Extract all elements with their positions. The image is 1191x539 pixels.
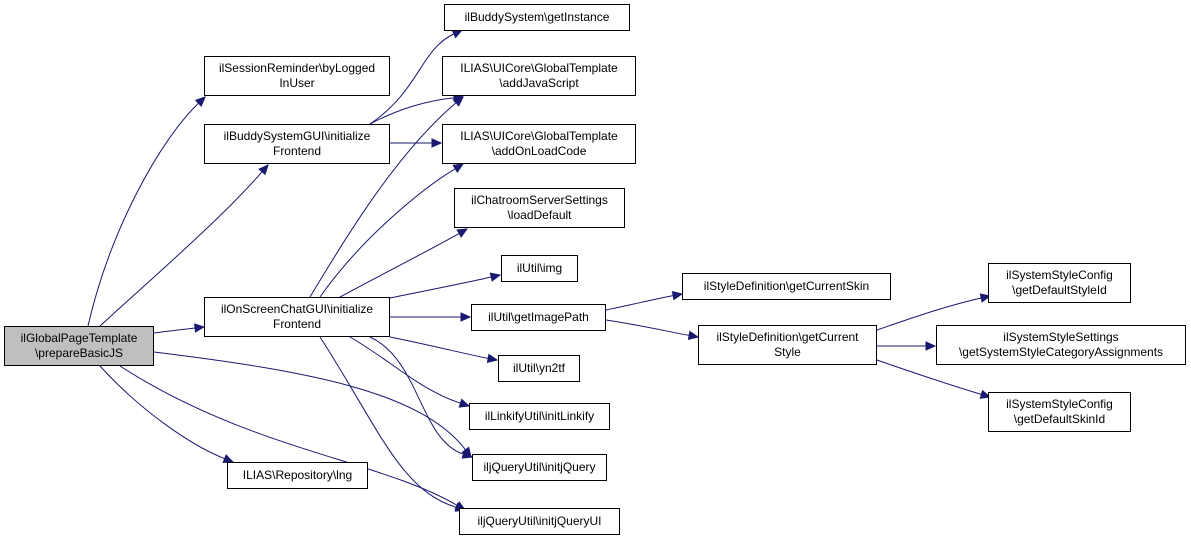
arrowhead-root-to-onscreen_chat — [194, 323, 206, 333]
edge-root-to-onscreen_chat — [153, 327, 196, 334]
edge-root-to-jquery_ui — [119, 365, 458, 506]
edge-onscreen_chat-to-linkify — [349, 336, 461, 404]
node-repo-lng[interactable]: ILIAS\Repository\lng — [227, 462, 368, 489]
node-linkify[interactable]: ilLinkifyUtil\initLinkify — [469, 403, 610, 430]
node-current-skin[interactable]: ilStyleDefinition\getCurrentSkin — [682, 273, 891, 300]
edge-root-to-jquery — [153, 351, 466, 451]
edge-buddy_gui-to-add_js — [369, 97, 455, 125]
node-category-assignments[interactable]: ilSystemStyleSettings \getSystemStyleCat… — [936, 325, 1186, 365]
node-current-style[interactable]: ilStyleDefinition\getCurrent Style — [698, 325, 877, 365]
edge-root-to-repo_lng — [99, 365, 225, 460]
node-jquery[interactable]: iljQueryUtil\initjQuery — [472, 454, 607, 481]
edge-buddy_gui-to-buddy_instance — [369, 33, 455, 125]
node-root[interactable]: ilGlobalPageTemplate \prepareBasicJS — [4, 326, 154, 366]
node-chatroom-settings[interactable]: ilChatroomServerSettings \loadDefault — [454, 188, 625, 228]
arrowhead-onscreen_chat-to-linkify — [458, 398, 471, 408]
arrowhead-root-to-session_reminder — [194, 96, 206, 108]
edge-root-to-buddy_gui — [99, 171, 263, 327]
arrowhead-onscreen_chat-to-add_onload — [452, 163, 465, 173]
arrowhead-onscreen_chat-to-jquery — [461, 449, 474, 459]
arrowhead-onscreen_chat-to-util_img — [489, 272, 502, 282]
edge-current_style-to-default_skin_id — [876, 359, 982, 395]
arrowhead-onscreen_chat-to-util_yn2tf — [486, 353, 499, 363]
arrowhead-buddy_gui-to-buddy_instance — [451, 29, 464, 39]
edge-onscreen_chat-to-util_img — [389, 276, 492, 299]
edge-root-to-session_reminder — [87, 102, 199, 327]
arrowhead-onscreen_chat-to-util_imagepath — [460, 312, 472, 322]
edge-onscreen_chat-to-add_onload — [319, 168, 456, 298]
edge-onscreen_chat-to-add_js — [309, 102, 457, 298]
arrowhead-current_style-to-default_skin_id — [979, 389, 992, 399]
arrowhead-util_imagepath-to-current_skin — [671, 291, 684, 301]
node-default-style-id[interactable]: ilSystemStyleConfig \getDefaultStyleId — [988, 263, 1131, 303]
node-util-img[interactable]: ilUtil\img — [501, 255, 578, 282]
node-buddy-instance[interactable]: ilBuddySystem\getInstance — [444, 4, 630, 31]
arrowhead-root-to-buddy_gui — [258, 164, 269, 176]
arrowhead-current_style-to-category_assignments — [925, 341, 937, 351]
arrowhead-util_imagepath-to-current_style — [687, 330, 700, 341]
node-onscreen-chat[interactable]: ilOnScreenChatGUI\initialize Frontend — [204, 297, 390, 337]
node-add-javascript[interactable]: ILIAS\UICore\GlobalTemplate \addJavaScri… — [442, 56, 636, 96]
arrowhead-current_style-to-default_style_id — [979, 293, 992, 303]
edge-util_imagepath-to-current_skin — [605, 295, 674, 311]
edge-onscreen_chat-to-jquery — [369, 336, 464, 455]
arrowhead-onscreen_chat-to-add_js — [452, 96, 464, 107]
node-util-yn2tf[interactable]: ilUtil\yn2tf — [498, 355, 580, 382]
edge-onscreen_chat-to-util_yn2tf — [389, 336, 489, 359]
node-add-onload[interactable]: ILIAS\UICore\GlobalTemplate \addOnLoadCo… — [442, 124, 636, 164]
node-buddy-gui[interactable]: ilBuddySystemGUI\initialize Frontend — [204, 124, 390, 164]
edge-util_imagepath-to-current_style — [605, 319, 690, 336]
arrowhead-onscreen_chat-to-chatroom_settings — [456, 228, 469, 238]
node-session-reminder[interactable]: ilSessionReminder\byLogged InUser — [204, 56, 390, 96]
node-jquery-ui[interactable]: iljQueryUtil\initjQueryUI — [459, 508, 620, 535]
edge-current_style-to-default_style_id — [876, 297, 982, 331]
node-util-imagepath[interactable]: ilUtil\getImagePath — [471, 304, 606, 331]
edge-onscreen_chat-to-chatroom_settings — [339, 233, 460, 298]
arrowhead-buddy_gui-to-add_onload — [431, 138, 443, 148]
edge-onscreen_chat-to-jquery_ui — [319, 336, 457, 508]
node-default-skin-id[interactable]: ilSystemStyleConfig \getDefaultSkinId — [988, 392, 1131, 432]
